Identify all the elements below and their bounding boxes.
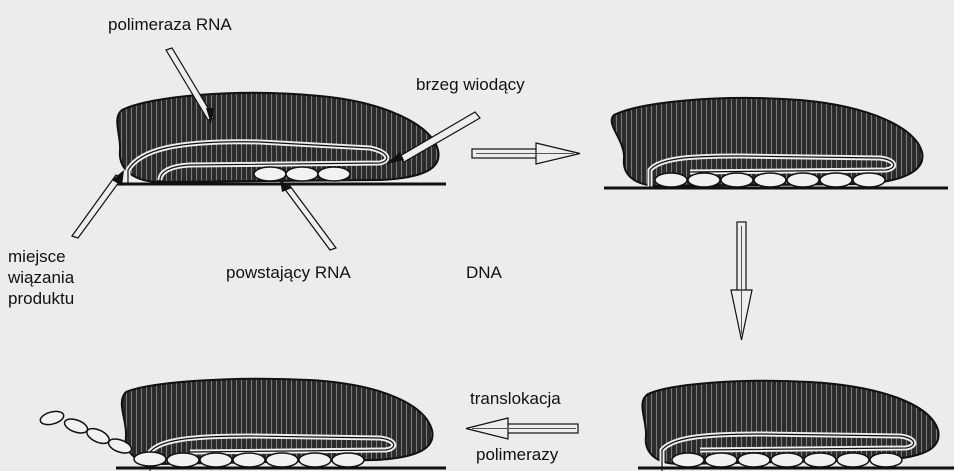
label-nascent-rna: powstający RNA — [226, 262, 351, 283]
label-of-polymerase: polimerazy — [476, 444, 558, 465]
label-translocation: translokacja — [470, 388, 561, 409]
label-dna: DNA — [466, 262, 502, 283]
pointer-nascent-rna — [284, 186, 336, 250]
label-line: miejsce — [8, 246, 118, 267]
arrow-step-right — [472, 143, 580, 164]
label-product-binding-site: miejsce wiązania produktu — [8, 246, 118, 309]
label-line: wiązania — [8, 267, 118, 288]
panel-pre-translocation — [638, 381, 954, 471]
arrow-step-left — [466, 418, 578, 439]
arrow-step-down — [731, 222, 752, 340]
panel-after-translocation — [39, 379, 446, 471]
label-leading-edge: brzeg wiodący — [416, 74, 525, 95]
label-line: produktu — [8, 288, 118, 309]
pointer-binding-site — [72, 175, 122, 238]
panel-elongated-complex — [604, 98, 948, 188]
label-rna-polymerase: polimeraza RNA — [108, 14, 232, 35]
nascent-rna-beads — [254, 167, 350, 181]
